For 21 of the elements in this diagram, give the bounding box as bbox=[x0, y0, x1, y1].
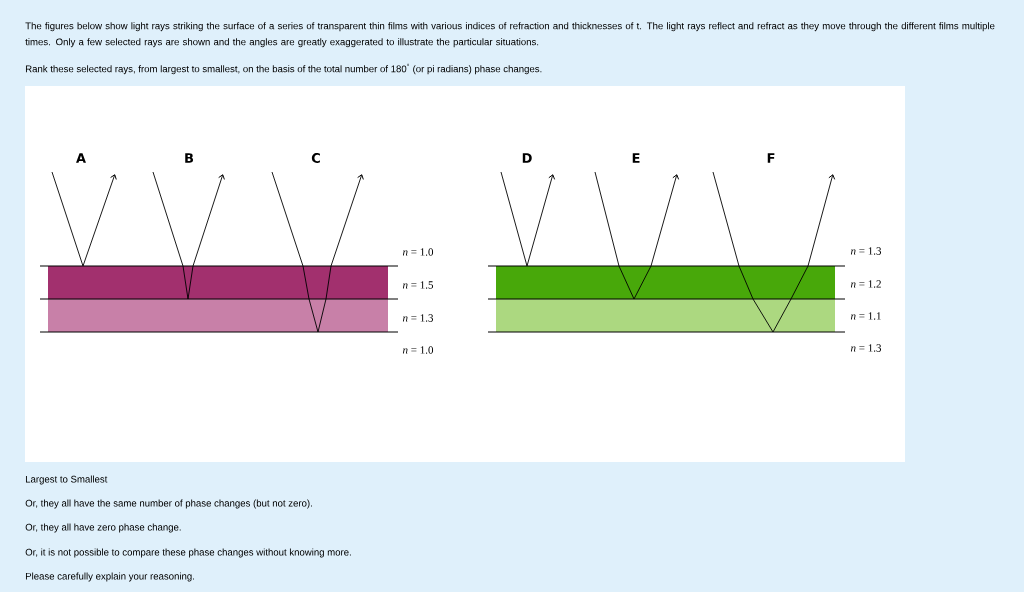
refractive-index-label: n = 1.3 bbox=[402, 314, 434, 322]
refractive-index-label: n = 1.1 bbox=[850, 312, 881, 320]
ray-label: D bbox=[522, 153, 532, 163]
refractive-index-label: n = 1.3 bbox=[850, 344, 882, 352]
ray-label: F bbox=[767, 153, 775, 163]
question-text: Please carefully explain your reasoning. bbox=[26, 572, 194, 582]
question-text: Or, it is not possible to compare these phase changes without knowing more. bbox=[25, 548, 351, 558]
refractive-index-label: n = 1.3 bbox=[850, 247, 882, 255]
instruction-text: The figures below show light rays striking the surface of a series of transparent thin films with various indices of refraction and thicknesses of t. The light rays reflect and refract as they move through the different films multiple times. Only a few selected rays are shown and the angles are greatly exaggerated to illustrate the particular situations. bbox=[25, 22, 995, 48]
question-text: Largest to Smallest bbox=[26, 475, 108, 485]
question-text: Or, they all have the same number of phase changes (but not zero). bbox=[25, 499, 312, 509]
question-text: Rank these selected rays, from largest to smallest, on the basis of the total number of 180$^{°}$ (or pi radians) phase changes. bbox=[26, 63, 542, 75]
ray-label: B bbox=[185, 153, 194, 163]
ray-label: A bbox=[76, 153, 86, 163]
refractive-index-label: n = 1.0 bbox=[402, 346, 434, 354]
question-text: Or, they all have zero phase change. bbox=[25, 523, 181, 533]
ray-label: E bbox=[632, 153, 640, 163]
refractive-index-label: n = 1.5 bbox=[402, 281, 434, 289]
refractive-index-label: n = 1.2 bbox=[850, 280, 881, 288]
refractive-index-label: n = 1.0 bbox=[402, 248, 434, 256]
ray-label: C bbox=[311, 153, 320, 163]
